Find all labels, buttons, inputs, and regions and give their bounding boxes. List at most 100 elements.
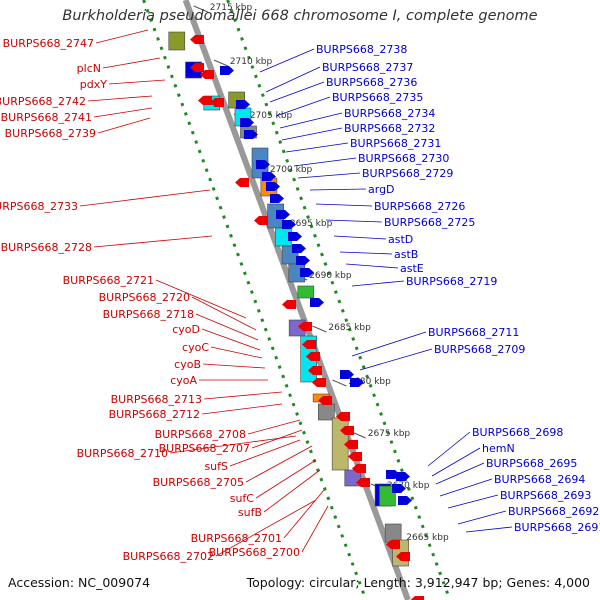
scale-label: 2690 kbp — [309, 271, 352, 281]
gene-label-right: BURPS668_2726 — [374, 200, 465, 213]
reverse-gene-arrow — [352, 464, 366, 473]
reverse-gene-arrow — [356, 478, 370, 487]
reverse-gene-arrow — [210, 98, 224, 107]
gene-label-left: cyoA — [170, 374, 197, 387]
gene-label-right: argD — [368, 183, 395, 196]
reverse-gene-arrow — [200, 70, 214, 79]
left-leader-line — [97, 117, 151, 134]
gene-label-left: pdxY — [80, 78, 107, 91]
reverse-gene-arrow — [336, 412, 350, 421]
reverse-gene-arrow — [386, 540, 400, 549]
reverse-gene-arrow — [312, 378, 326, 387]
gene-label-left: BURPS668_2710 — [77, 447, 168, 460]
gene-label-right: BURPS668_2729 — [362, 167, 453, 180]
scale-label: 2715 kbp — [210, 3, 253, 13]
gene-label-left: BURPS668_2721 — [63, 274, 154, 287]
right-leader-line — [293, 157, 357, 167]
gene-label-left: plcN — [77, 62, 101, 75]
right-leader-line — [359, 348, 433, 371]
right-leader-line — [259, 48, 315, 73]
reverse-gene-arrow — [198, 96, 212, 105]
gene-label-left: BURPS668_2702 — [123, 550, 214, 563]
backbone-line — [182, 0, 411, 600]
left-leader-line — [247, 419, 301, 435]
gene-label-right: BURPS668_2732 — [344, 122, 435, 135]
reverse-gene-arrow — [348, 452, 362, 461]
right-leader-line — [351, 331, 427, 357]
reverse-gene-arrow — [306, 352, 320, 361]
gene-label-left: BURPS668_2720 — [99, 291, 190, 304]
reverse-gene-arrow — [190, 63, 204, 72]
gene-label-right: BURPS668_2691 — [514, 521, 600, 534]
gene-label-left: cyoC — [182, 341, 209, 354]
right-leader-line — [315, 203, 373, 207]
left-leader-line — [201, 328, 261, 351]
reverse-gene-arrow — [190, 35, 204, 44]
left-leader-line — [215, 499, 317, 557]
left-leader-line — [201, 403, 283, 415]
gene-block — [297, 285, 315, 299]
scale-tick — [213, 59, 229, 67]
reverse-gene-arrow — [308, 366, 322, 375]
reverse-gene-arrow — [282, 300, 296, 309]
right-leader-line — [439, 478, 493, 497]
forward-gene-arrow — [276, 210, 290, 219]
forward-gene-arrow — [296, 256, 310, 265]
gene-label-right: astE — [400, 262, 424, 275]
right-leader-line — [265, 66, 321, 93]
gene-label-left: BURPS668_2733 — [0, 200, 78, 213]
gene-label-right: BURPS668_2694 — [494, 473, 585, 486]
scale-label: 2670 kbp — [387, 481, 430, 491]
gene-block — [168, 31, 186, 51]
gene-label-left: BURPS668_2713 — [111, 393, 202, 406]
gene-label-left: BURPS668_2705 — [153, 476, 244, 489]
gene-label-right: astD — [388, 233, 413, 246]
left-leader-line — [155, 279, 247, 319]
right-leader-line — [333, 235, 387, 240]
gene-label-right: BURPS668_2731 — [350, 137, 441, 150]
forward-gene-arrow — [282, 220, 296, 229]
right-leader-line — [351, 280, 405, 287]
gene-label-left: sufC — [230, 492, 255, 505]
left-leader-line — [251, 429, 303, 449]
forward-gene-arrow — [340, 370, 354, 379]
left-leader-line — [93, 107, 153, 118]
scale-label: 2680 kbp — [348, 377, 391, 387]
gene-label-right: BURPS668_2709 — [434, 343, 525, 356]
right-leader-line — [325, 219, 383, 223]
scale-label: 2665 kbp — [406, 533, 449, 543]
reverse-gene-arrow — [302, 340, 316, 349]
gene-label-left: sufB — [238, 506, 262, 519]
left-leader-line — [191, 296, 257, 331]
left-leader-line — [169, 435, 297, 454]
right-leader-line — [285, 142, 349, 153]
left-leader-line — [195, 313, 259, 341]
scale-label: 2685 kbp — [328, 323, 371, 333]
forward-gene-arrow — [350, 378, 364, 387]
gene-label-right: astB — [394, 248, 418, 261]
reverse-gene-arrow — [396, 552, 410, 561]
gene-label-left: cyoB — [174, 358, 201, 371]
forward-gene-arrow — [396, 472, 410, 481]
gene-label-right: BURPS668_2738 — [316, 43, 407, 56]
scale-tick — [351, 431, 366, 439]
left-leader-line — [255, 459, 317, 499]
reverse-gene-arrow — [298, 322, 312, 331]
gene-label-left: BURPS668_2741 — [1, 111, 92, 124]
gene-block — [379, 485, 396, 507]
reverse-gene-arrow — [344, 440, 358, 449]
gene-label-left: BURPS668_2742 — [0, 95, 86, 108]
right-leader-line — [281, 127, 343, 141]
gene-label-right: BURPS668_2692 — [508, 505, 599, 518]
forward-gene-arrow — [300, 268, 314, 277]
left-leader-line — [210, 346, 263, 359]
right-leader-line — [427, 431, 471, 467]
reverse-gene-arrow — [340, 426, 354, 435]
gene-label-right: BURPS668_2725 — [384, 216, 475, 229]
left-leader-line — [203, 391, 283, 400]
gene-label-left: BURPS668_2728 — [1, 241, 92, 254]
forward-gene-arrow — [220, 66, 234, 75]
gene-label-left: cyoD — [172, 323, 200, 336]
scale-tick — [312, 325, 327, 333]
